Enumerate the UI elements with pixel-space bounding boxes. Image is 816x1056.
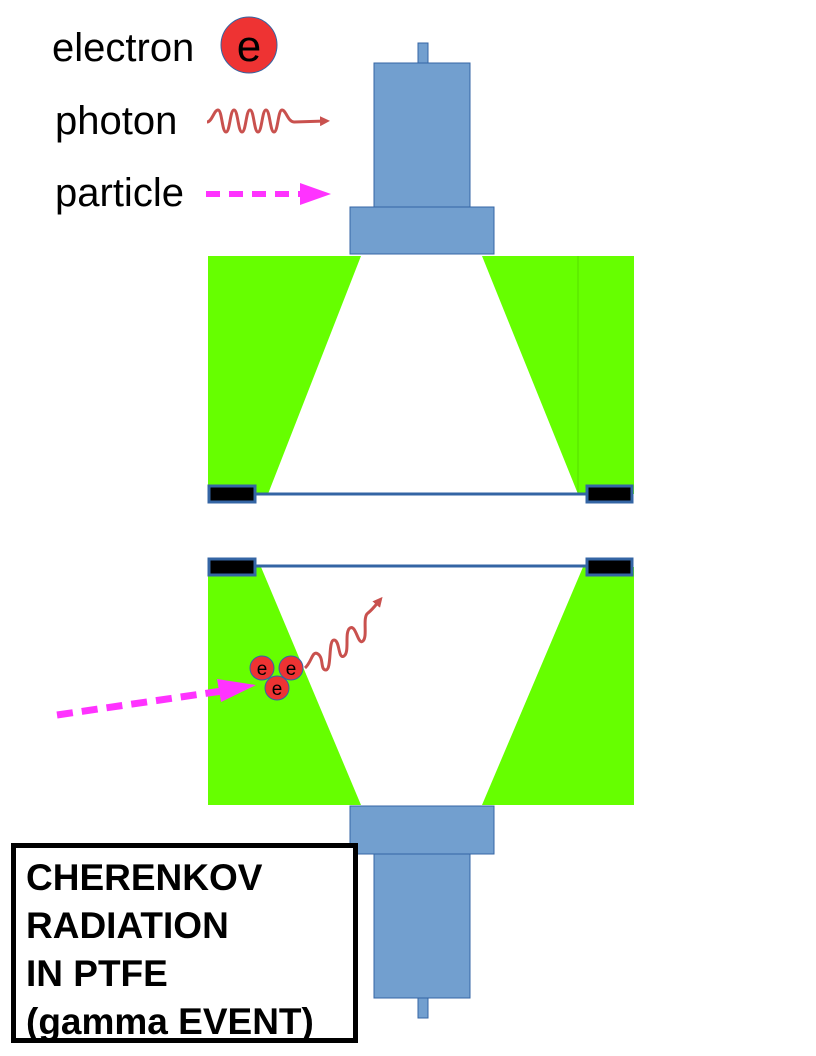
electron-3: e bbox=[264, 675, 290, 701]
electron-2: e bbox=[278, 655, 304, 681]
top-ptfe-block bbox=[207, 256, 634, 504]
top-right-seal bbox=[585, 484, 634, 504]
top-pmt bbox=[349, 42, 495, 255]
legend-photon-icon bbox=[206, 108, 330, 134]
title-box: CHERENKOV RADIATION IN PTFE (gamma EVENT… bbox=[11, 843, 358, 1043]
electron-2-symbol: e bbox=[286, 659, 297, 680]
top-pmt-body bbox=[373, 62, 471, 208]
top-ptfe-left-wall bbox=[208, 256, 361, 494]
incoming-particle-arrow bbox=[56, 679, 256, 719]
bottom-right-seal bbox=[585, 557, 634, 577]
legend-photon-label: photon bbox=[55, 99, 177, 143]
title-line-2: RADIATION bbox=[26, 905, 229, 946]
bottom-pmt-base bbox=[349, 805, 495, 855]
emitted-photon bbox=[303, 596, 383, 672]
legend-electron-label: electron bbox=[52, 26, 194, 70]
top-left-seal bbox=[207, 484, 257, 504]
top-ptfe-right-wall bbox=[482, 256, 634, 494]
electron-1-symbol: e bbox=[257, 659, 268, 680]
legend-electron-icon: e bbox=[220, 16, 278, 74]
bottom-ptfe-right-wall bbox=[482, 567, 634, 805]
bottom-left-seal bbox=[207, 557, 257, 577]
title-line-1: CHERENKOV bbox=[26, 857, 263, 898]
top-pmt-pin bbox=[417, 42, 429, 64]
title-line-4: (gamma EVENT) bbox=[26, 1001, 314, 1042]
legend-particle-icon bbox=[206, 183, 331, 205]
bottom-pmt-pin bbox=[417, 997, 429, 1019]
electron-3-symbol: e bbox=[272, 679, 283, 700]
bottom-pmt-body bbox=[373, 853, 471, 999]
legend: electron e photon particle bbox=[52, 16, 331, 215]
top-pmt-base bbox=[349, 206, 495, 255]
legend-electron-symbol: e bbox=[237, 22, 261, 71]
legend-particle-label: particle bbox=[55, 171, 184, 215]
title-line-3: IN PTFE bbox=[26, 953, 168, 994]
bottom-pmt bbox=[349, 805, 495, 1019]
electron-1: e bbox=[249, 655, 275, 681]
electron-cluster: e e e bbox=[249, 655, 304, 701]
